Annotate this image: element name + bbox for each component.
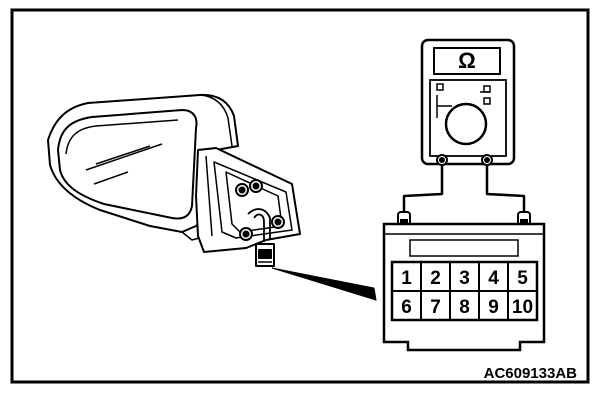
connector-pin-8: 8 <box>459 297 470 318</box>
zoom-pointer-wedge <box>271 267 377 301</box>
connector-pin-1: 1 <box>401 268 412 289</box>
connector-pin-5: 5 <box>517 268 528 289</box>
meter-symbol: Ω <box>458 48 476 73</box>
figure-frame <box>10 8 590 384</box>
connector-pin-9: 9 <box>488 297 499 318</box>
ohmmeter-icon <box>420 38 516 166</box>
door-mirror-icon <box>47 93 301 267</box>
connector-pin-7: 7 <box>430 297 441 318</box>
connector-pin-3: 3 <box>459 268 470 289</box>
connector-pin-2: 2 <box>430 268 441 289</box>
harness-connector-icon <box>382 222 546 352</box>
connector-pin-4: 4 <box>488 268 499 289</box>
test-leads <box>402 165 526 212</box>
connector-pin-6: 6 <box>401 297 412 318</box>
figure-code: AC609133AB <box>484 365 578 382</box>
connector-pin-10: 10 <box>512 297 533 318</box>
